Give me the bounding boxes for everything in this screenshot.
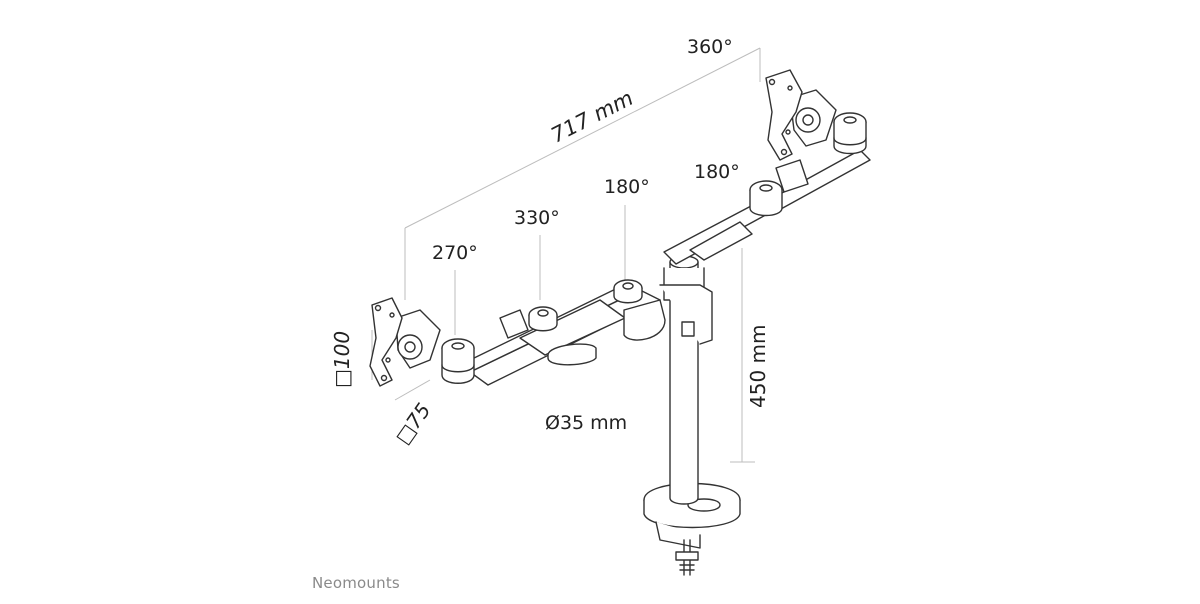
pole-height-label: 450 mm <box>746 324 770 409</box>
vesa-75-line <box>394 379 431 401</box>
rotation-330-label: 330° <box>514 207 560 229</box>
pole <box>659 255 713 505</box>
mount-drawing <box>369 69 871 576</box>
dimension-lines <box>371 47 761 463</box>
span-dimension-line <box>404 47 761 229</box>
vesa-100-label: □100 <box>330 330 354 388</box>
rotation-360-label: 360° <box>687 36 733 58</box>
right-vesa-plate <box>765 69 803 161</box>
rotation-180-center-label: 180° <box>604 176 650 198</box>
left-arm <box>395 279 666 386</box>
pole-diameter-label: Ø35 mm <box>545 412 628 434</box>
right-arm <box>663 89 871 265</box>
rotation-270-label: 270° <box>432 242 478 264</box>
left-vesa-plate <box>369 297 403 387</box>
rotation-180-right-label: 180° <box>694 161 740 183</box>
brand-logo-text: Neomounts <box>312 574 400 592</box>
